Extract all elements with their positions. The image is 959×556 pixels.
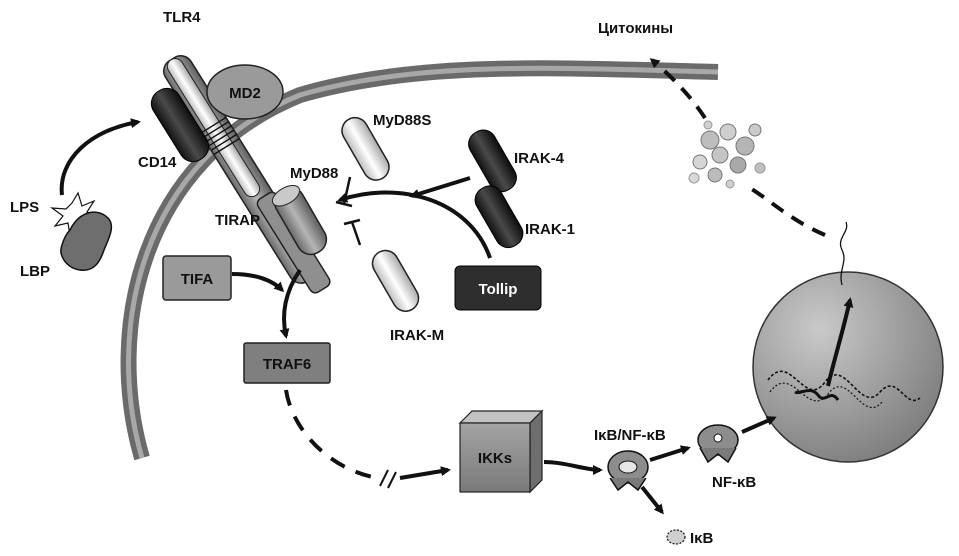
ikb-nfkb-label: IκB/NF-κB — [594, 427, 666, 444]
tollip-box — [454, 265, 542, 311]
myd88s-label: MyD88S — [373, 112, 431, 129]
md2-label: MD2 — [229, 85, 261, 102]
myd88s-protein — [341, 116, 390, 181]
cytokines-label: Цитокины — [598, 20, 673, 37]
irak-m-protein — [371, 249, 420, 312]
tirap-label: TIRAP — [215, 212, 260, 229]
irak4-arrow — [409, 176, 471, 199]
tifa-box — [162, 255, 232, 301]
cd14-label: CD14 — [138, 154, 177, 171]
mrna-strand — [839, 221, 848, 286]
traf6-box — [243, 342, 331, 384]
nfkb-to-nucleus-arrow — [741, 416, 777, 434]
irak-m-label: IRAK-M — [390, 327, 444, 344]
irak-1-protein — [474, 185, 524, 249]
myd88-to-traf6-arrow — [279, 268, 302, 339]
tlr4-label: TLR4 — [163, 9, 201, 26]
cytokine-cluster — [688, 120, 766, 189]
md2-protein — [206, 64, 284, 120]
myd88-label: MyD88 — [290, 165, 338, 182]
ikb-label: IκB — [690, 530, 714, 547]
cd14-protein — [150, 87, 210, 163]
tlr4-receptor — [163, 55, 331, 294]
lbp-label: LBP — [20, 263, 50, 280]
irak4-label: IRAK-4 — [514, 150, 565, 167]
nucleus-transcription-arrow — [826, 297, 854, 387]
ikb-to-nfkb-arrow — [649, 445, 691, 462]
irak1-label: IRAK-1 — [525, 221, 575, 238]
ikks-cube — [458, 409, 544, 494]
pathway-arrows — [59, 118, 854, 515]
tollip-to-myd88-arc — [337, 190, 492, 259]
ikks-to-ikb-arrow — [543, 460, 603, 475]
ikb-nfkb-complex — [607, 450, 649, 492]
lps-to-cd14-arrow — [59, 118, 141, 196]
tollip-label: Tollip — [479, 281, 518, 298]
inhibition-markers — [335, 176, 362, 246]
cytokine-secretion-dashed — [649, 58, 826, 237]
irak-4-protein — [468, 129, 517, 193]
ikb-release-arrow — [640, 485, 664, 515]
traf6-to-ikks-dashed — [284, 389, 451, 489]
myd88-protein — [271, 185, 328, 256]
nfkb-complex — [697, 424, 739, 464]
cell-membrane — [120, 60, 719, 461]
tifa-to-traf6-arrow — [231, 272, 285, 293]
lbp-protein — [60, 211, 113, 271]
tifa-label: TIFA — [181, 271, 214, 288]
ikks-label: IKKs — [478, 450, 512, 467]
traf6-label: TRAF6 — [263, 356, 311, 373]
ikb-protein — [666, 529, 686, 545]
lps-label: LPS — [10, 199, 39, 216]
nfkb-label: NF-κB — [712, 474, 756, 491]
nucleus — [752, 271, 944, 463]
